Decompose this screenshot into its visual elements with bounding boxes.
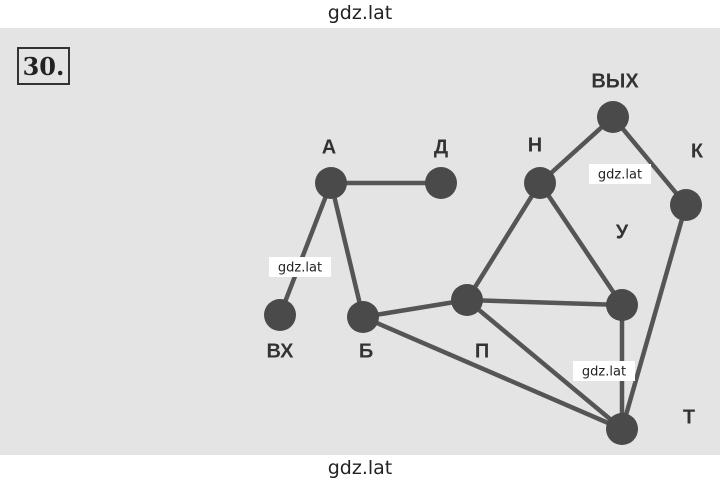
node-n (524, 167, 556, 199)
node-t (606, 413, 638, 445)
problem-number: 30. (17, 47, 70, 85)
node-label-a: А (322, 136, 336, 158)
edge-p-n (464, 180, 543, 303)
edge-vyx-k (610, 114, 689, 208)
node-label-n: Н (528, 134, 542, 156)
edge-n-vyx (537, 114, 616, 186)
diagram-panel (0, 28, 720, 455)
graph-edges (277, 114, 689, 432)
edge-vx-a (277, 180, 334, 318)
svg-text:gdz.lat: gdz.lat (582, 365, 626, 380)
node-p (451, 284, 483, 316)
svg-text:gdz.lat: gdz.lat (278, 261, 322, 276)
node-k (670, 189, 702, 221)
node-b (347, 301, 379, 333)
node-vyx (597, 101, 629, 133)
watermark-top: gdz.lat (327, 2, 393, 24)
edge-b-p (360, 297, 470, 320)
svg-text:gdz.lat: gdz.lat (598, 168, 642, 183)
node-label-u: У (616, 221, 629, 243)
edge-n-u (537, 180, 625, 308)
node-label-vx: ВХ (266, 340, 294, 362)
graph-nodes (264, 101, 702, 445)
node-label-vyx: ВЫХ (591, 70, 639, 92)
edge-k-t (619, 202, 689, 432)
node-label-p: П (475, 340, 489, 362)
edge-b-t (360, 314, 625, 432)
edge-p-u (464, 297, 625, 308)
inline-watermark-3: gdz.lat (573, 361, 635, 381)
node-vx (264, 299, 296, 331)
node-a (315, 167, 347, 199)
node-label-k: К (691, 140, 704, 162)
watermark-bottom: gdz.lat (327, 457, 393, 479)
inline-watermark-2: gdz.lat (589, 164, 651, 184)
node-label-b: Б (359, 340, 373, 362)
graph-labels: ВХ А Б Д П Н У ВЫХ К Т (266, 70, 703, 428)
inline-watermark-1: gdz.lat (269, 257, 331, 277)
edge-p-t (464, 297, 625, 432)
node-label-t: Т (683, 406, 695, 428)
node-label-d: Д (434, 136, 448, 158)
node-u (606, 289, 638, 321)
inline-watermarks: gdz.lat gdz.lat gdz.lat (269, 164, 651, 381)
edge-a-b (328, 180, 366, 320)
node-d (425, 167, 457, 199)
